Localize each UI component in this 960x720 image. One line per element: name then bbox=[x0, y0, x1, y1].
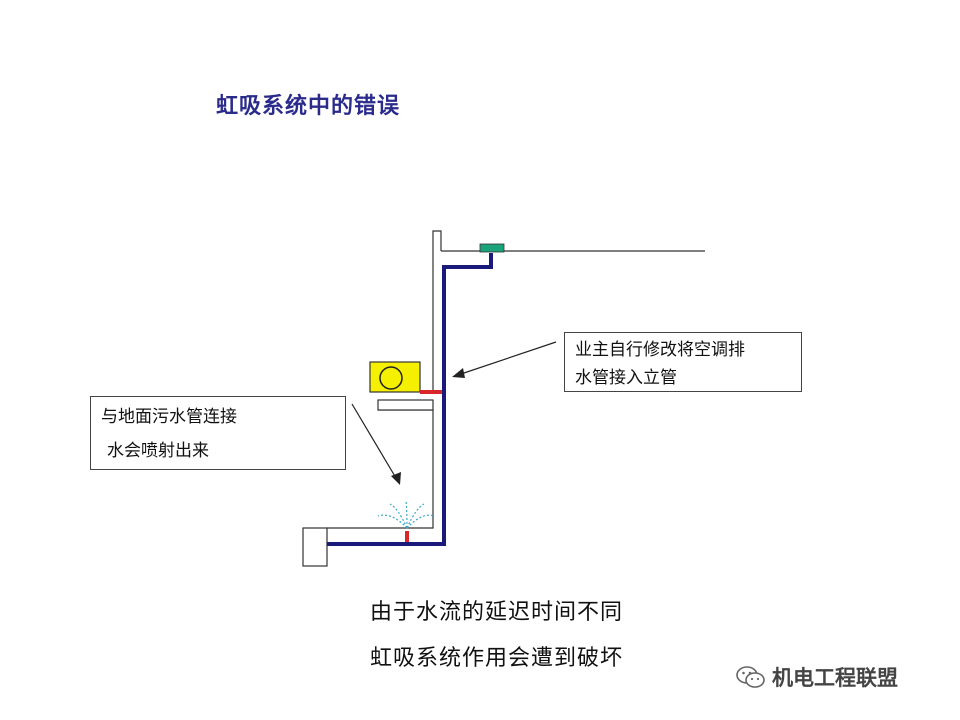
siphon-pipe bbox=[327, 253, 493, 546]
watermark-text: 机电工程联盟 bbox=[772, 666, 898, 690]
conclusion-text: 由于水流的延迟时间不同 虹吸系统作用会遭到破坏 bbox=[370, 590, 623, 682]
ac-fan-icon bbox=[379, 366, 403, 390]
watermark: 机电工程联盟 bbox=[736, 662, 898, 692]
ac-shelf bbox=[377, 399, 434, 411]
conclusion-line-2: 虹吸系统作用会遭到破坏 bbox=[370, 646, 624, 671]
siphon-roof-outlet bbox=[479, 243, 505, 253]
callout-ac-drain-line-1: 业主自行修改将空调排 bbox=[575, 340, 745, 360]
ground-sewer-box bbox=[302, 527, 328, 567]
wall-outline-upper bbox=[432, 230, 442, 392]
callout-floor-sewer-line-2: 水会喷射出来 bbox=[107, 441, 209, 461]
callout-ac-drain: 业主自行修改将空调排 水管接入立管 bbox=[564, 332, 802, 392]
callout-floor-sewer-line-1: 与地面污水管连接 bbox=[101, 407, 237, 427]
conclusion-line-1: 由于水流的延迟时间不同 bbox=[370, 600, 624, 625]
water-spray-icon bbox=[377, 499, 435, 529]
callout-ac-drain-line-2: 水管接入立管 bbox=[575, 368, 677, 388]
arrow-to-spray bbox=[351, 403, 401, 485]
arrow-to-pipe bbox=[452, 341, 557, 378]
wechat-icon bbox=[736, 666, 765, 688]
callout-floor-sewer: 与地面污水管连接 水会喷射出来 bbox=[90, 396, 346, 470]
slide-title: 虹吸系统中的错误 bbox=[216, 93, 401, 119]
